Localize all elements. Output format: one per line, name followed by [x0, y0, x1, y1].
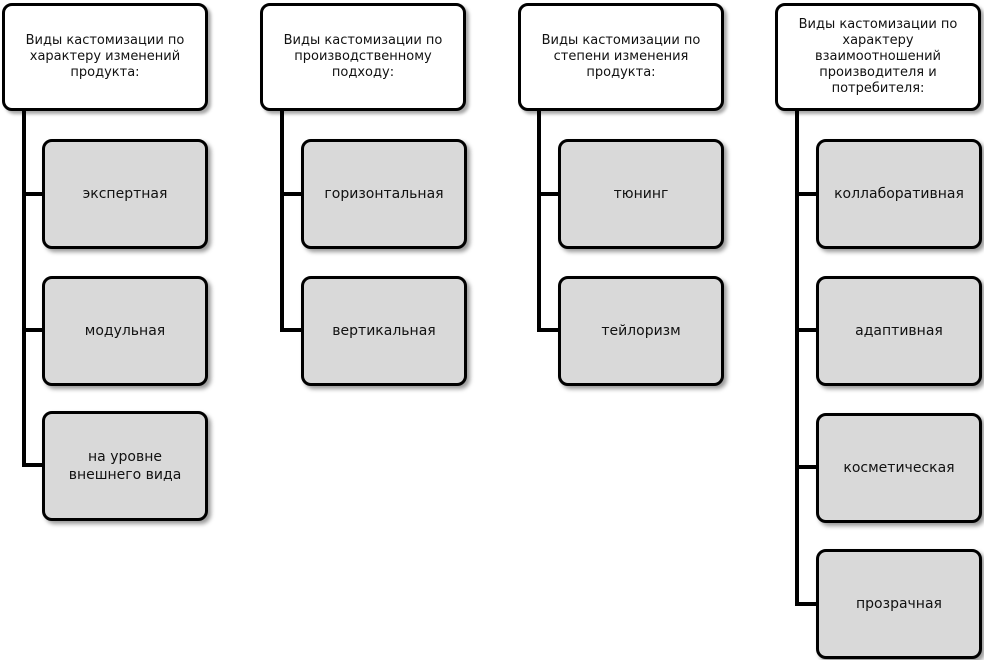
group-4-item-transparent-label: прозрачная — [856, 596, 942, 612]
group-2-item-vertical-label: вертикальная — [332, 323, 436, 339]
group-2-item-horizontal: горизонтальная — [301, 139, 467, 249]
group-1-item-modular-label: модульная — [84, 323, 166, 339]
group-3-connectors — [537, 110, 559, 332]
group-3-item-tailorism: тейлоризм — [558, 276, 724, 386]
group-4-header: Виды кастомизации по характеру взаимоотн… — [775, 3, 981, 111]
group-4-item-adaptive-label: адаптивная — [855, 323, 943, 339]
group-2-item-horizontal-label: горизонтальная — [324, 186, 444, 202]
group-3-item-tailorism-label: тейлоризм — [601, 323, 681, 339]
group-4-item-collaborative-label: коллаборативная — [834, 186, 964, 202]
group-1-header-label: Виды кастомизации по характеру изменений… — [25, 33, 185, 80]
group-4-connectors — [795, 110, 817, 606]
group-1-item-expert: экспертная — [42, 139, 208, 249]
group-3-item-tuning-label: тюнинг — [613, 186, 669, 202]
group-2-header: Виды кастомизации по производственному п… — [260, 3, 466, 111]
group-2-item-vertical: вертикальная — [301, 276, 467, 386]
group-4-item-cosmetic: косметическая — [816, 413, 982, 523]
group-3-header-label: Виды кастомизации по степени изменения п… — [541, 33, 701, 80]
group-1-item-expert-label: экспертная — [82, 186, 168, 202]
group-4-item-cosmetic-label: косметическая — [843, 460, 955, 476]
group-4-item-adaptive: адаптивная — [816, 276, 982, 386]
group-1-item-modular: модульная — [42, 276, 208, 386]
group-4-header-label: Виды кастомизации по характеру взаимоотн… — [798, 17, 958, 96]
group-1-item-appearance-label: на уровне внешнего вида — [68, 449, 182, 483]
group-3-header: Виды кастомизации по степени изменения п… — [518, 3, 724, 111]
group-4-item-transparent: прозрачная — [816, 549, 982, 659]
group-1-item-appearance: на уровне внешнего вида — [42, 411, 208, 521]
group-3-item-tuning: тюнинг — [558, 139, 724, 249]
group-1-connectors — [22, 110, 43, 467]
group-2-header-label: Виды кастомизации по производственному п… — [283, 33, 443, 80]
group-4-item-collaborative: коллаборативная — [816, 139, 982, 249]
group-1-header: Виды кастомизации по характеру изменений… — [2, 3, 208, 111]
group-2-connectors — [280, 110, 302, 332]
